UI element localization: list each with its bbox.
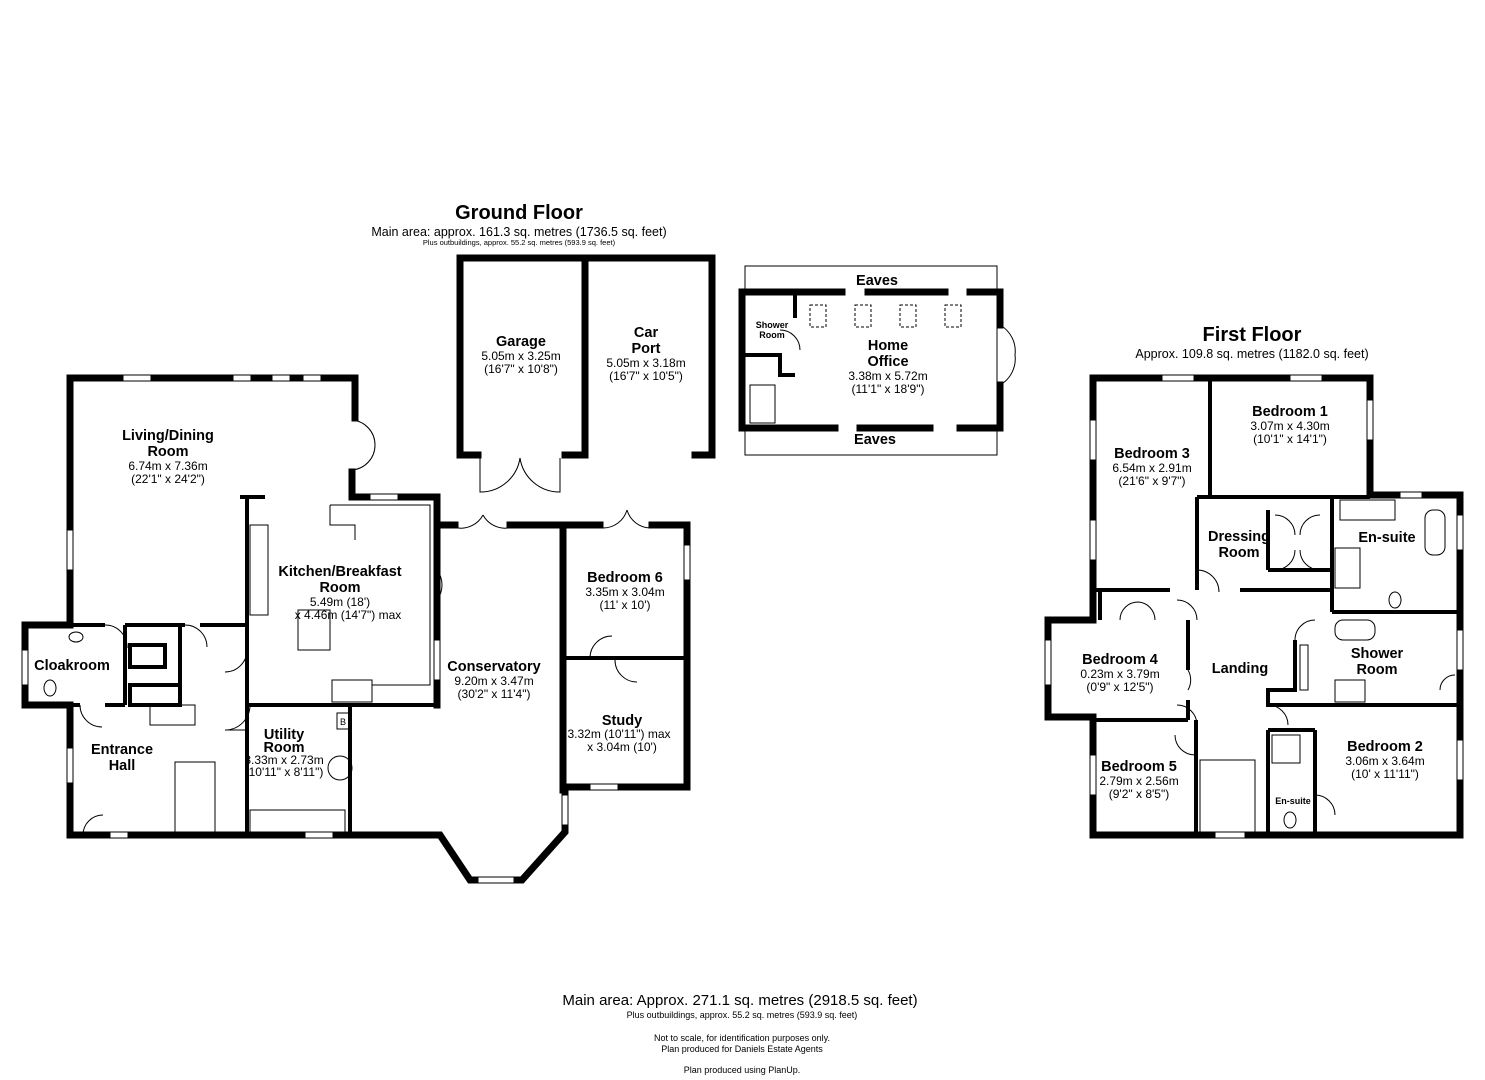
room-garage: Garage 5.05m x 3.25m (16'7" x 10'8")	[481, 334, 560, 376]
room-home-office: Home Office 3.38m x 5.72m (11'1" x 18'9"…	[756, 273, 928, 448]
room-name: Study	[602, 713, 642, 729]
room-name: Bedroom 2	[1347, 739, 1423, 755]
room-name: Car	[634, 325, 659, 341]
room-dimensions: (10'1" x 14'1")	[1253, 432, 1327, 446]
room-bedroom-4: Bedroom 4 0.23m x 3.79m (0'9" x 12'5")	[1080, 652, 1159, 694]
room-name: Office	[867, 354, 908, 370]
room-dimensions: 6.54m x 2.91m	[1112, 461, 1191, 475]
room-name: Cloakroom	[34, 658, 110, 674]
room-kitchen: Kitchen/Breakfast Room 5.49m (18') x 4.4…	[278, 564, 401, 622]
ground-floor-doors	[79, 324, 1016, 836]
room-name: Room	[319, 580, 360, 596]
room-dimensions: 2.79m x 2.56m	[1099, 774, 1178, 788]
first-floor-title: First Floor	[1203, 324, 1302, 346]
room-name: Bedroom 6	[587, 570, 663, 586]
room-dimensions: 3.33m x 2.73m	[244, 753, 323, 767]
room-bedroom-1: Bedroom 1 3.07m x 4.30m (10'1" x 14'1")	[1250, 404, 1329, 446]
footer-note-agent: Plan produced for Daniels Estate Agents	[661, 1044, 823, 1054]
room-car-port: Car Port 5.05m x 3.18m (16'7" x 10'5")	[606, 325, 685, 383]
room-dimensions: (11'1" x 18'9")	[852, 382, 925, 396]
room-ensuite-2: En-suite	[1275, 796, 1311, 806]
room-dimensions: (22'1" x 24'2")	[131, 472, 205, 486]
room-bedroom-5: Bedroom 5 2.79m x 2.56m (9'2" x 8'5")	[1099, 759, 1178, 801]
room-dimensions: 5.05m x 3.18m	[606, 356, 685, 370]
room-name: Garage	[496, 334, 546, 350]
room-dimensions: 3.07m x 4.30m	[1250, 419, 1329, 433]
room-dimensions: 3.32m (10'11") max	[567, 727, 670, 741]
room-dimensions: 6.74m x 7.36m	[128, 459, 207, 473]
room-name: Room	[147, 444, 188, 460]
room-name: Bedroom 3	[1114, 446, 1190, 462]
room-name: Home	[868, 338, 908, 354]
room-name: Utility	[264, 727, 304, 743]
room-name: Bedroom 1	[1252, 404, 1328, 420]
room-dimensions: 9.20m x 3.47m	[454, 674, 533, 688]
room-landing: Landing	[1212, 661, 1268, 677]
room-dimensions: (11' x 10')	[599, 598, 650, 612]
room-dimensions: 5.05m x 3.25m	[481, 349, 560, 363]
room-conservatory: Conservatory 9.20m x 3.47m (30'2" x 11'4…	[447, 659, 540, 701]
boiler-label: B	[340, 717, 346, 727]
room-dimensions: x 4.46m (14'7") max	[295, 608, 402, 622]
room-dimensions: (0'9" x 12'5")	[1086, 680, 1153, 694]
room-name: Dressing	[1208, 529, 1270, 545]
room-dimensions: 3.06m x 3.64m	[1345, 754, 1424, 768]
room-bedroom-2: Bedroom 2 3.06m x 3.64m (10' x 11'11")	[1345, 739, 1424, 781]
room-cloakroom: Cloakroom	[34, 658, 110, 674]
room-name: Entrance	[91, 742, 153, 758]
room-name: Room	[1218, 545, 1259, 561]
first-floor-fixtures	[1119, 499, 1456, 833]
room-entrance-hall: Entrance Hall	[91, 742, 153, 774]
room-name: Hall	[109, 758, 136, 774]
room-study: Study 3.32m (10'11") max x 3.04m (10')	[567, 713, 670, 754]
room-name: En-suite	[1275, 796, 1311, 806]
room-living-dining: Living/Dining Room 6.74m x 7.36m (22'1" …	[122, 428, 214, 486]
room-dimensions: (9'2" x 8'5")	[1109, 787, 1169, 801]
room-dimensions: (16'7" x 10'5")	[609, 369, 683, 383]
room-name: Kitchen/Breakfast	[278, 564, 401, 580]
room-name: Room	[1356, 662, 1397, 678]
room-shower: Shower Room	[1351, 646, 1404, 678]
room-name: Living/Dining	[122, 428, 214, 444]
room-name: Shower	[756, 320, 789, 330]
room-name: Bedroom 5	[1101, 759, 1177, 775]
total-area: Main area: Approx. 271.1 sq. metres (291…	[562, 992, 917, 1009]
room-dimensions: 5.49m (18')	[310, 595, 370, 609]
footer-note-software: Plan produced using PlanUp.	[684, 1065, 801, 1075]
room-dimensions: 0.23m x 3.79m	[1080, 667, 1159, 681]
room-utility: Utility Room 3.33m x 2.73m (10'11" x 8'1…	[244, 717, 346, 779]
room-name: Port	[632, 341, 661, 357]
room-name: Bedroom 4	[1082, 652, 1158, 668]
room-dimensions: (30'2" x 11'4")	[458, 687, 531, 701]
room-dimensions: (10' x 11'11")	[1351, 767, 1419, 781]
eaves-label: Eaves	[856, 273, 898, 289]
ground-floor-area: Main area: approx. 161.3 sq. metres (173…	[371, 225, 666, 239]
room-name: Shower	[1351, 646, 1404, 662]
room-dimensions: 3.38m x 5.72m	[848, 369, 927, 383]
first-floor-area: Approx. 109.8 sq. metres (1182.0 sq. fee…	[1135, 347, 1368, 361]
ground-floor-windows	[21, 374, 691, 884]
fixtures	[43, 304, 962, 833]
eaves-label: Eaves	[854, 432, 896, 448]
room-name: Landing	[1212, 661, 1268, 677]
first-floor-windows	[1044, 374, 1464, 839]
room-name: Room	[759, 330, 785, 340]
room-name: Conservatory	[447, 659, 540, 675]
room-name: Room	[263, 740, 304, 756]
room-dimensions: (16'7" x 10'8")	[484, 362, 558, 376]
ground-floor-title: Ground Floor	[455, 202, 583, 224]
footer-outbuildings: Plus outbuildings, approx. 55.2 sq. metr…	[627, 1010, 858, 1020]
room-dimensions: (10'11" x 8'11")	[245, 765, 324, 779]
room-bedroom-3: Bedroom 3 6.54m x 2.91m (21'6" x 9'7")	[1112, 446, 1191, 488]
room-ensuite-1: En-suite	[1358, 530, 1415, 546]
room-dimensions: (21'6" x 9'7")	[1118, 474, 1185, 488]
room-name: En-suite	[1358, 530, 1415, 546]
footer-note-scale: Not to scale, for identification purpose…	[654, 1033, 830, 1043]
room-bedroom-6: Bedroom 6 3.35m x 3.04m (11' x 10')	[585, 570, 664, 612]
ground-floor-outbuildings: Plus outbuildings, approx. 55.2 sq. metr…	[423, 238, 616, 247]
room-dimensions: 3.35m x 3.04m	[585, 585, 664, 599]
ground-floor-walls	[21, 254, 1004, 884]
room-dressing: Dressing Room	[1208, 529, 1270, 561]
room-dimensions: x 3.04m (10')	[587, 740, 657, 754]
